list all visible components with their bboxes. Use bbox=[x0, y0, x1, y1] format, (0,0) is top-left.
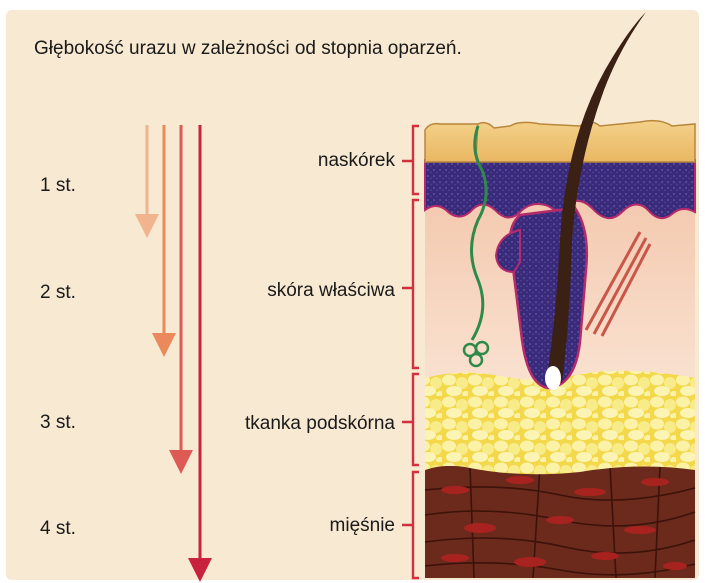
bracket-epidermis bbox=[402, 126, 419, 194]
bracket-muscle bbox=[402, 472, 419, 578]
skin-block bbox=[425, 12, 695, 578]
bracket-subcutaneous bbox=[402, 374, 419, 465]
bracket-dermis bbox=[402, 200, 419, 368]
